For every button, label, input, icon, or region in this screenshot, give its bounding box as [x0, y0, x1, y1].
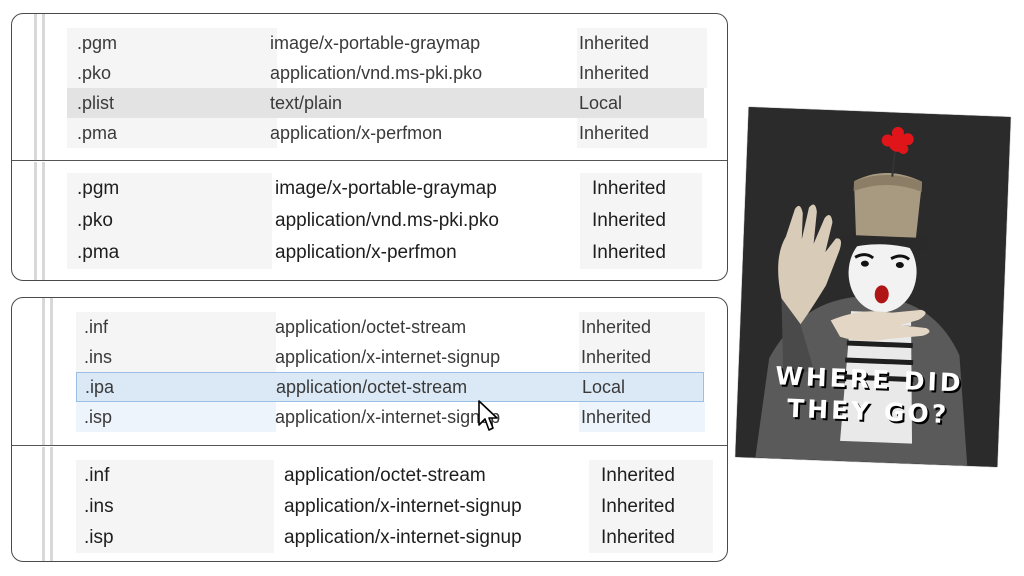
selected-table-row[interactable]: .ipa application/octet-stream Local — [76, 372, 704, 402]
table-row[interactable]: .pma application/x-perfmon Inherited — [12, 237, 727, 269]
column-gutter — [42, 162, 45, 280]
extension-cell: .pma — [67, 118, 277, 148]
table-row[interactable]: .pko application/vnd.ms-pki.pko Inherite… — [12, 58, 727, 88]
source-cell: Inherited — [580, 173, 702, 205]
mime-type-cell: application/octet-stream — [276, 376, 468, 397]
extension-cell: .pko — [67, 205, 272, 237]
source-cell: Local — [582, 376, 626, 397]
mime-figure-image — [735, 107, 1011, 467]
column-gutter — [50, 447, 53, 561]
table-row[interactable]: .ins application/x-internet-signup Inher… — [12, 491, 727, 522]
table-row[interactable]: .inf application/octet-stream Inherited — [12, 460, 727, 491]
table-row[interactable]: .inf application/octet-stream Inherited — [12, 312, 727, 342]
extension-cell: .pma — [67, 237, 272, 269]
table-row[interactable]: .ins application/x-internet-signup Inher… — [12, 342, 727, 372]
source-cell: Inherited — [580, 205, 702, 237]
extension-cell: .isp — [76, 522, 274, 553]
extension-cell: .pko — [67, 58, 277, 88]
mime-list-before: .pgm image/x-portable-graymap Inherited … — [12, 14, 727, 160]
mime-panel-i: .inf application/octet-stream Inherited … — [11, 297, 728, 562]
meme-poster: WHERE DID THEY GO? — [735, 107, 1011, 467]
table-row[interactable]: .isp application/x-internet-signup Inher… — [12, 402, 727, 432]
table-row[interactable]: .pgm image/x-portable-graymap Inherited — [12, 28, 727, 58]
table-row[interactable]: .pko application/vnd.ms-pki.pko Inherite… — [12, 205, 727, 237]
divider — [12, 160, 727, 161]
mime-type-cell: text/plain — [270, 92, 343, 113]
column-gutter — [34, 162, 37, 280]
extension-cell: .ins — [76, 491, 274, 522]
mime-type-cell: application/x-perfmon — [275, 242, 457, 263]
mime-type-cell: application/x-internet-signup — [284, 526, 522, 548]
mime-list-after: .pgm image/x-portable-graymap Inherited … — [12, 162, 727, 280]
source-cell: Inherited — [577, 28, 707, 58]
mime-list-after: .inf application/octet-stream Inherited … — [12, 447, 727, 561]
extension-cell: .inf — [76, 460, 274, 491]
table-row[interactable]: .isp application/x-internet-signup Inher… — [12, 522, 727, 553]
selected-table-row[interactable]: .plist text/plain Local — [67, 88, 704, 118]
source-cell: Inherited — [579, 312, 705, 342]
divider — [12, 445, 727, 446]
meme-caption: WHERE DID THEY GO? — [737, 359, 1001, 433]
table-row[interactable]: .pma application/x-perfmon Inherited — [12, 118, 727, 148]
source-cell: Inherited — [579, 342, 705, 372]
extension-cell: .isp — [76, 402, 276, 432]
extension-cell: .inf — [76, 312, 276, 342]
arrow-pointer-icon — [478, 400, 498, 431]
extension-cell: .pgm — [67, 28, 277, 58]
source-cell: Local — [579, 92, 623, 113]
mime-type-cell: application/x-internet-signup — [275, 346, 501, 367]
mime-type-cell: image/x-portable-graymap — [275, 178, 497, 199]
mime-type-cell: application/x-internet-signup — [284, 495, 522, 517]
mime-type-cell: application/octet-stream — [284, 464, 486, 486]
source-cell: Inherited — [580, 237, 702, 269]
column-gutter — [50, 298, 53, 445]
mime-type-cell: application/octet-stream — [275, 316, 467, 337]
mime-type-cell: application/vnd.ms-pki.pko — [270, 62, 483, 83]
mime-type-cell: application/vnd.ms-pki.pko — [275, 210, 499, 231]
mime-type-cell: image/x-portable-graymap — [270, 32, 481, 53]
extension-cell: .ins — [76, 342, 276, 372]
source-cell: Inherited — [579, 402, 705, 432]
table-row[interactable]: .pgm image/x-portable-graymap Inherited — [12, 173, 727, 205]
source-cell: Inherited — [589, 460, 713, 491]
column-gutter — [42, 14, 45, 160]
mime-type-cell: application/x-internet-signup — [275, 406, 501, 427]
source-cell: Inherited — [589, 522, 713, 553]
column-gutter — [42, 447, 45, 561]
mime-list-before: .inf application/octet-stream Inherited … — [12, 298, 727, 445]
column-gutter — [42, 298, 45, 445]
mime-type-cell: application/x-perfmon — [270, 122, 443, 143]
source-cell: Inherited — [577, 118, 707, 148]
mime-panel-p: .pgm image/x-portable-graymap Inherited … — [11, 13, 728, 281]
source-cell: Inherited — [577, 58, 707, 88]
source-cell: Inherited — [589, 491, 713, 522]
extension-cell: .pgm — [67, 173, 272, 205]
column-gutter — [34, 14, 37, 160]
extension-cell: .ipa — [85, 376, 115, 397]
extension-cell: .plist — [77, 92, 115, 113]
